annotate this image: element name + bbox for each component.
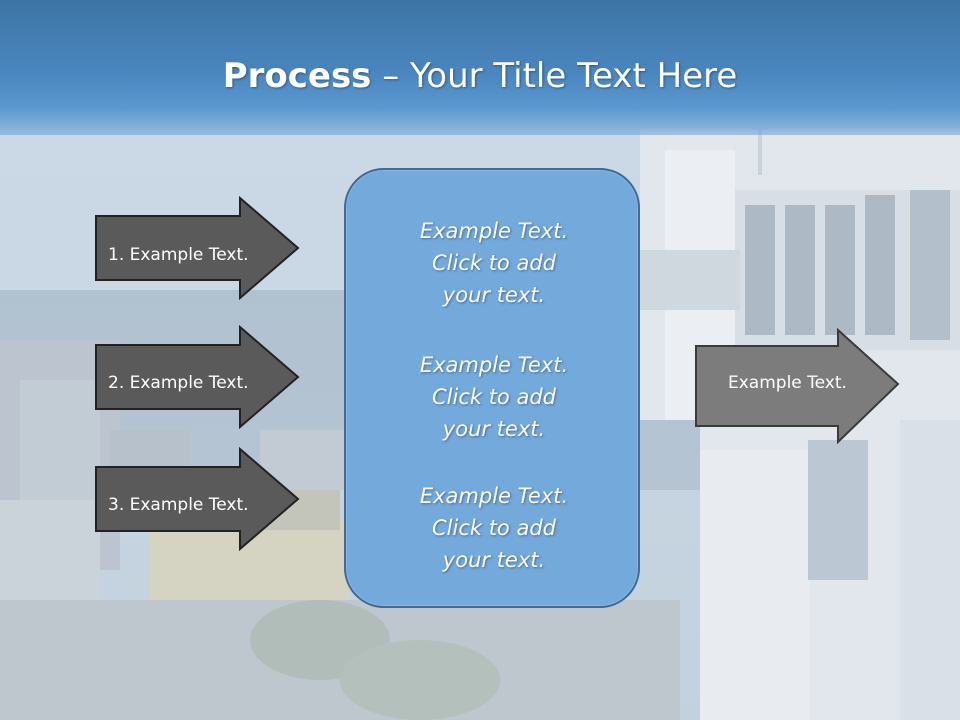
left-arrow-2[interactable]: 2. Example Text. <box>94 325 300 429</box>
title-bar <box>0 0 960 135</box>
paragraph-line: Click to add <box>431 516 556 540</box>
left-arrow-label: 1. Example Text. <box>108 245 249 265</box>
arrow-shape-icon <box>95 196 300 300</box>
right-arrow-label: Example Text. <box>728 373 847 393</box>
paragraph-line: Click to add <box>431 251 556 275</box>
arrow-shape-icon <box>695 328 900 444</box>
text-paragraph-1: Example Text. Click to add your text. <box>346 215 642 311</box>
left-arrow-label: 3. Example Text. <box>108 495 249 515</box>
title-rest: – Your Title Text Here <box>371 56 738 96</box>
center-text-box[interactable]: Example Text. Click to add your text. Ex… <box>344 168 640 608</box>
title-bold: Process <box>222 56 372 96</box>
paragraph-line: your text. <box>442 417 546 441</box>
paragraph-line: Example Text. <box>419 484 569 508</box>
right-arrow[interactable]: Example Text. <box>694 328 900 444</box>
slide-title[interactable]: Process – Your Title Text Here <box>0 54 960 98</box>
paragraph-line: Example Text. <box>419 219 569 243</box>
left-arrow-label: 2. Example Text. <box>108 373 249 393</box>
text-paragraph-2: Example Text. Click to add your text. <box>346 349 642 445</box>
left-arrow-1[interactable]: 1. Example Text. <box>94 196 300 300</box>
paragraph-line: your text. <box>442 283 546 307</box>
arrow-shape-icon <box>95 447 300 551</box>
arrow-shape-icon <box>95 325 300 429</box>
paragraph-line: your text. <box>442 548 546 572</box>
paragraph-line: Example Text. <box>419 353 569 377</box>
text-paragraph-3: Example Text. Click to add your text. <box>346 480 642 576</box>
paragraph-line: Click to add <box>431 385 556 409</box>
left-arrow-3[interactable]: 3. Example Text. <box>94 447 300 551</box>
